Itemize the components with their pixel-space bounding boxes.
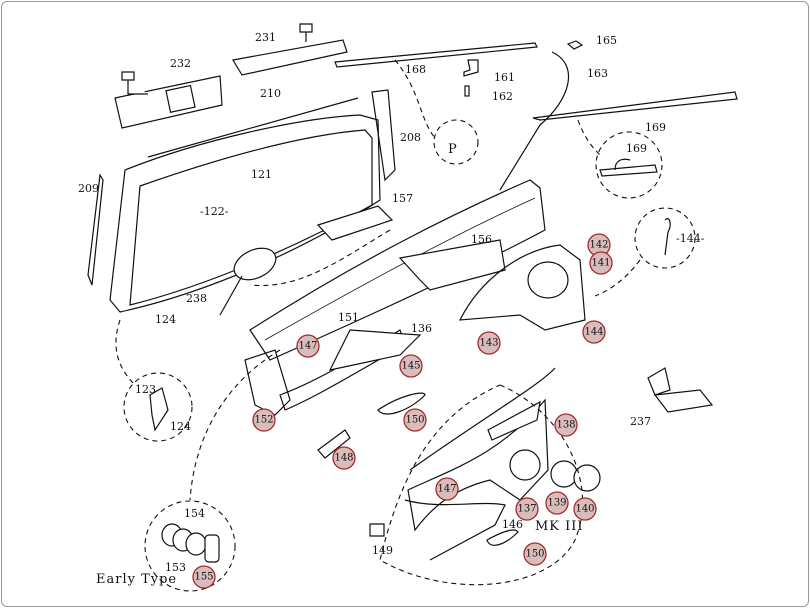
detail-208-profile: P (448, 142, 458, 157)
highlight-148[interactable]: 148 (332, 446, 356, 470)
svg-text:148: 148 (334, 453, 353, 464)
hook-161 (463, 59, 479, 77)
highlight-155[interactable]: 155 (192, 565, 216, 589)
mirror-238 (233, 247, 277, 281)
detail-circle-early-type (144, 500, 236, 592)
label-123: 123 (135, 383, 156, 396)
clip-165 (566, 40, 584, 50)
label-237: 237 (630, 415, 651, 428)
label-210: 210 (260, 87, 281, 100)
detail-circle-169 (595, 131, 663, 199)
ashtray-237 (647, 367, 714, 413)
label-153: 153 (165, 561, 186, 574)
svg-text:150: 150 (525, 549, 544, 560)
sun-visor-231 (232, 23, 348, 76)
label-163: 163 (587, 67, 608, 80)
svg-text:143: 143 (479, 338, 498, 349)
seal-profile-169 (599, 158, 658, 177)
svg-text:147: 147 (298, 341, 317, 352)
label-136: 136 (411, 322, 432, 335)
svg-text:142: 142 (589, 240, 608, 251)
highlight-138[interactable]: 138 (554, 413, 578, 437)
highlight-145[interactable]: 145 (399, 354, 423, 378)
dashboard (244, 179, 586, 416)
detail-circle-123 (123, 372, 193, 442)
label-169: 169 (645, 121, 666, 134)
mk3-detail-outline (379, 384, 584, 586)
svg-text:145: 145 (401, 361, 420, 372)
highlight-150[interactable]: 150 (403, 408, 427, 432)
clip-144 (664, 218, 671, 256)
pin-162 (464, 85, 470, 97)
pipe-163 (499, 51, 569, 191)
caption-early-type: Early Type (96, 572, 177, 587)
highlight-147-mk3[interactable]: 147 (435, 477, 459, 501)
mk3-detail (404, 367, 601, 561)
highlight-140[interactable]: 140 (573, 497, 597, 521)
highlight-152[interactable]: 152 (252, 408, 276, 432)
label-169-detail: 169 (626, 142, 647, 155)
label-157: 157 (392, 192, 413, 205)
leader-early-type (189, 349, 281, 501)
label-121: 121 (251, 168, 272, 181)
svg-text:152: 152 (254, 415, 273, 426)
label-124-detail: 124 (170, 420, 191, 433)
detail-circle-144 (634, 207, 696, 269)
seal-123 (149, 387, 169, 432)
label-146: 146 (502, 518, 523, 531)
label-165: 165 (596, 34, 617, 47)
svg-text:137: 137 (517, 504, 536, 515)
label-168: 168 (405, 63, 426, 76)
label-124: 124 (155, 313, 176, 326)
rail-168 (334, 42, 538, 68)
bracket-148 (317, 429, 351, 459)
leader-156 (249, 229, 391, 287)
windscreen (87, 89, 396, 313)
highlight-143[interactable]: 143 (477, 331, 501, 355)
label-209: 209 (78, 182, 99, 195)
label-122: -122- (200, 205, 229, 218)
sun-visor-232 (114, 71, 223, 129)
svg-text:147: 147 (437, 484, 456, 495)
item-149 (369, 523, 385, 537)
rail-169 (532, 91, 738, 121)
label-238: 238 (186, 292, 207, 305)
leader-169 (577, 119, 601, 156)
label-144-detail: -144- (676, 232, 705, 245)
highlight-137[interactable]: 137 (515, 497, 539, 521)
highlight-141[interactable]: 141 (589, 251, 613, 275)
label-154: 154 (184, 507, 205, 520)
label-156: 156 (471, 233, 492, 246)
handle-150 (377, 392, 426, 415)
label-162: 162 (492, 90, 513, 103)
part-labels: 231 232 210 121 -122- 209 208 168 161 16… (78, 31, 705, 587)
label-208: 208 (400, 131, 421, 144)
svg-text:139: 139 (547, 498, 566, 509)
leader-208 (394, 59, 436, 139)
label-232: 232 (170, 57, 191, 70)
svg-text:155: 155 (194, 572, 213, 583)
detail-circle-208 (433, 119, 479, 165)
highlight-144[interactable]: 144 (582, 320, 606, 344)
label-231: 231 (255, 31, 276, 44)
caption-mk3: MK III (535, 519, 584, 534)
label-161: 161 (494, 71, 515, 84)
highlighted-labels: 142 141 144 143 147 145 152 150 148 147 … (192, 233, 613, 589)
highlight-139[interactable]: 139 (545, 491, 569, 515)
leader-144 (594, 259, 641, 297)
svg-text:144: 144 (584, 327, 603, 338)
mirror-stem (219, 275, 243, 316)
label-149: 149 (372, 544, 393, 557)
highlight-150-mk3[interactable]: 150 (523, 542, 547, 566)
svg-text:141: 141 (591, 258, 610, 269)
leader-123 (115, 319, 136, 386)
highlight-147[interactable]: 147 (296, 334, 320, 358)
svg-text:150: 150 (405, 415, 424, 426)
svg-text:140: 140 (575, 504, 594, 515)
grommets-154 (161, 523, 220, 563)
label-151: 151 (338, 311, 359, 324)
svg-text:138: 138 (556, 420, 575, 431)
